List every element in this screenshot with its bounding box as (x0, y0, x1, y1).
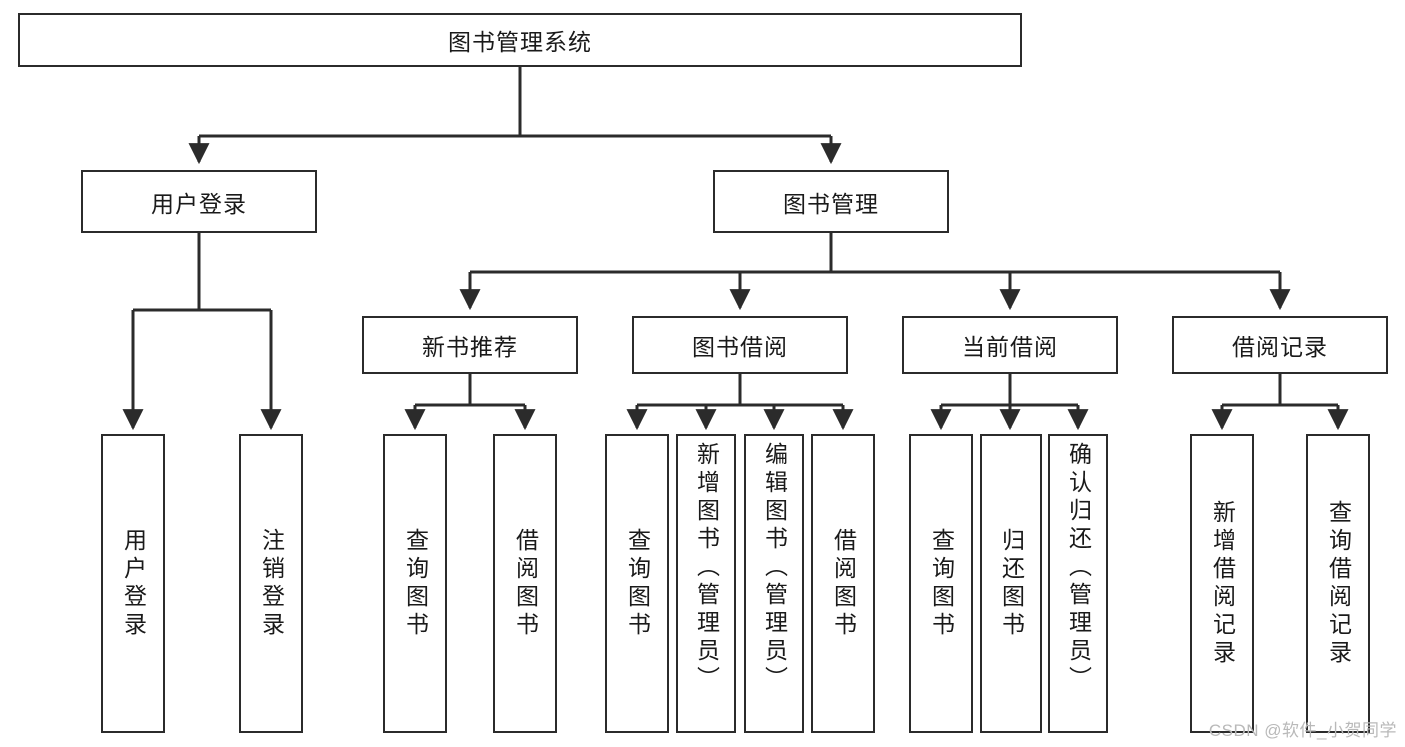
node-leaf-query-book-2-label: 查询图书 (624, 527, 651, 640)
node-leaf-add-book-label: 新增图书（管理员） (693, 442, 720, 694)
node-leaf-query-book-3[interactable]: 查询图书 (909, 434, 973, 733)
node-user-login[interactable]: 用户登录 (81, 170, 317, 233)
node-leaf-user-login-label: 用户登录 (120, 527, 147, 640)
node-leaf-query-book-3-label: 查询图书 (928, 527, 955, 640)
node-leaf-query-record-label: 查询借阅记录 (1325, 499, 1352, 668)
node-leaf-confirm-return-label: 确认归还（管理员） (1065, 442, 1092, 694)
node-new-book-rec[interactable]: 新书推荐 (362, 316, 578, 374)
node-leaf-add-record[interactable]: 新增借阅记录 (1190, 434, 1254, 733)
node-leaf-edit-book[interactable]: 编辑图书（管理员） (744, 434, 804, 733)
node-leaf-query-record[interactable]: 查询借阅记录 (1306, 434, 1370, 733)
node-leaf-return-book[interactable]: 归还图书 (980, 434, 1042, 733)
node-leaf-query-book-1-label: 查询图书 (402, 527, 429, 640)
node-book-manage[interactable]: 图书管理 (713, 170, 949, 233)
node-borrow-record[interactable]: 借阅记录 (1172, 316, 1388, 374)
node-leaf-borrow-book-1[interactable]: 借阅图书 (493, 434, 557, 733)
node-leaf-logout[interactable]: 注销登录 (239, 434, 303, 733)
node-leaf-user-login[interactable]: 用户登录 (101, 434, 165, 733)
node-leaf-query-book-2[interactable]: 查询图书 (605, 434, 669, 733)
node-leaf-query-book-1[interactable]: 查询图书 (383, 434, 447, 733)
node-leaf-logout-label: 注销登录 (258, 527, 285, 640)
node-book-manage-label: 图书管理 (783, 190, 879, 217)
node-root[interactable]: 图书管理系统 (18, 13, 1022, 67)
node-root-label: 图书管理系统 (448, 29, 592, 55)
node-current-borrow-label: 当前借阅 (962, 334, 1058, 360)
node-leaf-borrow-book-2-label: 借阅图书 (830, 527, 857, 640)
node-book-borrow-label: 图书借阅 (692, 334, 788, 360)
node-borrow-record-label: 借阅记录 (1232, 334, 1328, 360)
node-leaf-borrow-book-1-label: 借阅图书 (512, 527, 539, 640)
csdn-watermark: CSDN @软件_小贺同学 (1208, 721, 1397, 740)
node-leaf-add-book[interactable]: 新增图书（管理员） (676, 434, 736, 733)
node-leaf-return-book-label: 归还图书 (998, 527, 1025, 640)
node-leaf-add-record-label: 新增借阅记录 (1209, 499, 1236, 668)
node-current-borrow[interactable]: 当前借阅 (902, 316, 1118, 374)
node-leaf-confirm-return[interactable]: 确认归还（管理员） (1048, 434, 1108, 733)
node-user-login-label: 用户登录 (151, 190, 247, 217)
node-book-borrow[interactable]: 图书借阅 (632, 316, 848, 374)
node-leaf-edit-book-label: 编辑图书（管理员） (761, 442, 788, 694)
node-new-book-rec-label: 新书推荐 (422, 334, 518, 360)
node-leaf-borrow-book-2[interactable]: 借阅图书 (811, 434, 875, 733)
